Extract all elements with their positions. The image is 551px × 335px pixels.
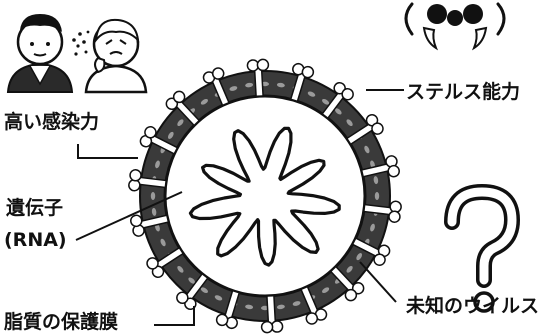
membrane-speck [374,192,380,200]
membrane-speck [188,277,196,284]
membrane-speck [276,82,285,88]
leader-unknown [359,261,397,303]
surface-spikes [128,58,402,334]
leader-lipid [154,306,195,326]
question-mark-icon [444,184,520,313]
membrane-speck [370,223,375,232]
spike [345,114,384,146]
membrane-speck [364,145,370,154]
spike [176,272,209,311]
membrane-speck [150,192,156,200]
stealth-face-icon [404,2,506,51]
label-gene: 遺伝子 [6,196,63,219]
membrane-speck [200,287,208,294]
membrane-speck [160,238,166,247]
membrane-speck [177,119,184,127]
membrane-speck [245,304,254,310]
spike [246,58,270,98]
spike [260,294,284,334]
membrane-speck [200,98,208,105]
virus-particle [128,58,402,334]
membrane-speck [245,82,254,88]
membrane-speck [346,265,353,273]
membrane-speck [356,253,363,261]
spike [329,265,365,302]
spike [360,155,400,178]
membrane-speck [322,287,330,294]
spike [289,62,315,103]
spike [139,126,179,155]
label-rna: (RNA) [4,229,67,251]
membrane-speck [334,108,342,115]
rna-strand [188,126,341,267]
label-lipid: 脂質の保護膜 [4,310,118,333]
leader-gene [75,191,183,241]
virus-core [163,94,367,298]
membrane-speck [155,160,160,169]
spike [146,246,185,278]
membrane-speck [214,295,223,301]
spike [215,289,241,330]
spike [202,67,230,107]
spike [300,285,328,325]
spike [363,200,402,223]
spike [128,169,167,192]
membrane-speck [307,91,316,97]
leader-lines [75,89,404,326]
membrane-speck [292,301,301,306]
membrane-speck [151,207,157,216]
spike [351,237,391,266]
spike [165,90,201,127]
spike [321,81,354,120]
membrane-speck [167,131,174,139]
membrane-speck [177,265,184,273]
membrane-speck [373,176,379,185]
leader-infectivity [77,144,138,159]
label-stealth: ステルス能力 [406,80,520,103]
membrane-speck [346,119,353,127]
membrane-speck [276,304,285,310]
people-coughing-icon [6,14,148,94]
membrane-speck [322,98,330,105]
spike [130,214,170,237]
label-infectivity: 高い感染力 [4,110,99,133]
membrane-speck [229,86,238,91]
label-unknown: 未知のウイルス [405,294,539,317]
